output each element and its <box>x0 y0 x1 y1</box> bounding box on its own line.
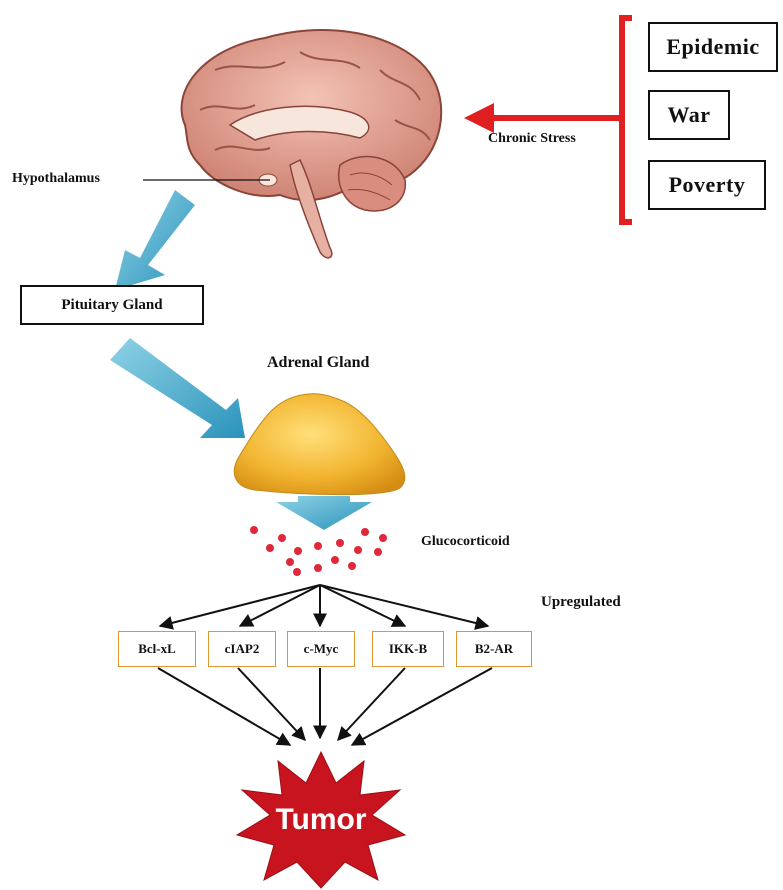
glucocorticoid-label: Glucocorticoid <box>421 534 510 550</box>
stressor-box-epidemic: Epidemic <box>648 22 778 72</box>
tumor-label: Tumor <box>270 803 372 837</box>
stressor-label: Epidemic <box>666 34 759 60</box>
upregulated-label: Upregulated <box>541 594 621 611</box>
pituitary-gland-box: Pituitary Gland <box>20 285 204 325</box>
blue-arrow-adrenal-to-hormone <box>276 496 372 530</box>
gene-box-b2-ar: B2-AR <box>456 631 532 667</box>
gene-label: c-Myc <box>304 641 339 657</box>
chronic-stress-label: Chronic Stress <box>488 131 576 147</box>
gene-box-ikk-b: IKK-B <box>372 631 444 667</box>
upregulation-arrows <box>160 585 488 626</box>
tumor-arrows <box>158 668 492 745</box>
pituitary-gland-label: Pituitary Gland <box>61 297 162 314</box>
gene-label: cIAP2 <box>225 641 260 657</box>
gene-box-bcl-xl: Bcl-xL <box>118 631 196 667</box>
adrenal-gland-shape <box>234 394 405 495</box>
brain-illustration <box>182 30 442 258</box>
glucocorticoid-dots <box>250 526 387 576</box>
stressor-box-war: War <box>648 90 730 140</box>
stressor-label: War <box>667 102 710 128</box>
gene-label: Bcl-xL <box>138 641 176 657</box>
adrenal-gland-label: Adrenal Gland <box>267 354 369 372</box>
gene-label: B2-AR <box>475 641 513 657</box>
gene-box-ciap2: cIAP2 <box>208 631 276 667</box>
blue-arrow-pituitary-to-adrenal <box>110 338 245 438</box>
stressor-bracket <box>622 18 632 222</box>
hypothalamus-label: Hypothalamus <box>12 171 100 187</box>
gene-label: IKK-B <box>389 641 427 657</box>
stressor-box-poverty: Poverty <box>648 160 766 210</box>
blue-arrow-hypothalamus-to-pituitary <box>115 190 195 290</box>
gene-box-c-myc: c-Myc <box>287 631 355 667</box>
stressor-label: Poverty <box>669 172 746 198</box>
